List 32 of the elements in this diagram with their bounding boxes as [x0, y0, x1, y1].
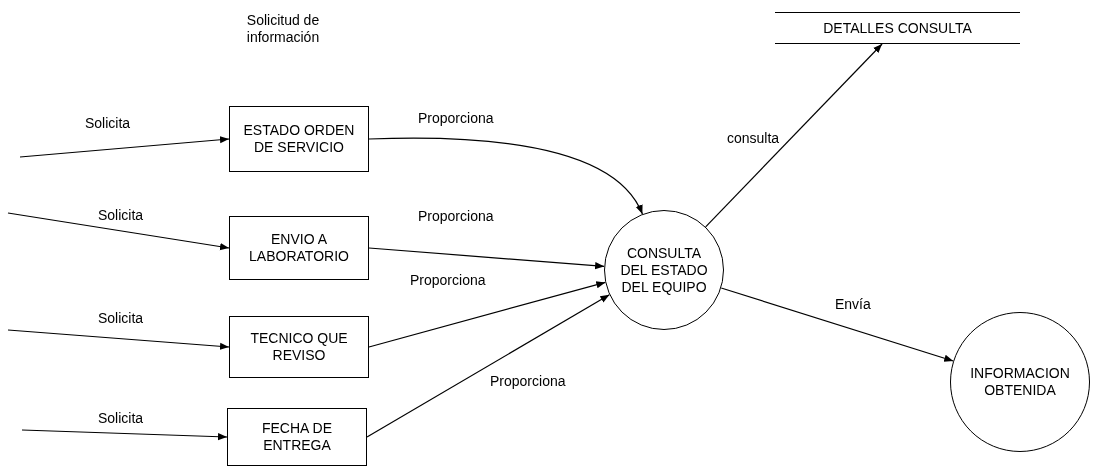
- edge-label: Envía: [835, 296, 871, 312]
- node-label: TECNICO QUE REVISO: [249, 330, 349, 364]
- arrow: [19, 136, 230, 158]
- node-label: ENVIO A LABORATORIO: [248, 231, 350, 265]
- node-label: CONSULTA DEL ESTADO DEL EQUIPO: [619, 244, 709, 296]
- arrow: [720, 287, 954, 362]
- arrow: [366, 294, 610, 438]
- arrow: [368, 247, 605, 270]
- note-text: Solicitud de información: [245, 12, 321, 46]
- arrow: [7, 212, 230, 251]
- node-label: FECHA DE ENTREGA: [261, 420, 333, 454]
- edge-label: consulta: [727, 130, 780, 146]
- process-box: [229, 316, 369, 378]
- node-label: DETALLES CONSULTA: [822, 19, 973, 37]
- node-label: INFORMACION OBTENIDA: [969, 365, 1071, 399]
- arrow: [705, 43, 883, 228]
- edge-label: Proporciona: [490, 373, 566, 389]
- edge-label: Proporciona: [418, 208, 494, 224]
- edge-label: Solicita: [85, 115, 131, 131]
- arrow: [368, 137, 643, 215]
- process-box: [229, 106, 369, 172]
- arrow: [21, 429, 228, 441]
- edge-label: Proporciona: [418, 110, 494, 126]
- node-label: ESTADO ORDEN DE SERVICIO: [242, 122, 356, 156]
- process-box: [227, 408, 367, 466]
- edge-label: Solicita: [98, 410, 144, 426]
- edge-label: Proporciona: [410, 272, 486, 288]
- edge-label: Solicita: [98, 310, 144, 326]
- arrow: [7, 329, 230, 350]
- edge-label: Solicita: [98, 207, 144, 223]
- arrow: [368, 281, 606, 348]
- process-box: [229, 216, 369, 280]
